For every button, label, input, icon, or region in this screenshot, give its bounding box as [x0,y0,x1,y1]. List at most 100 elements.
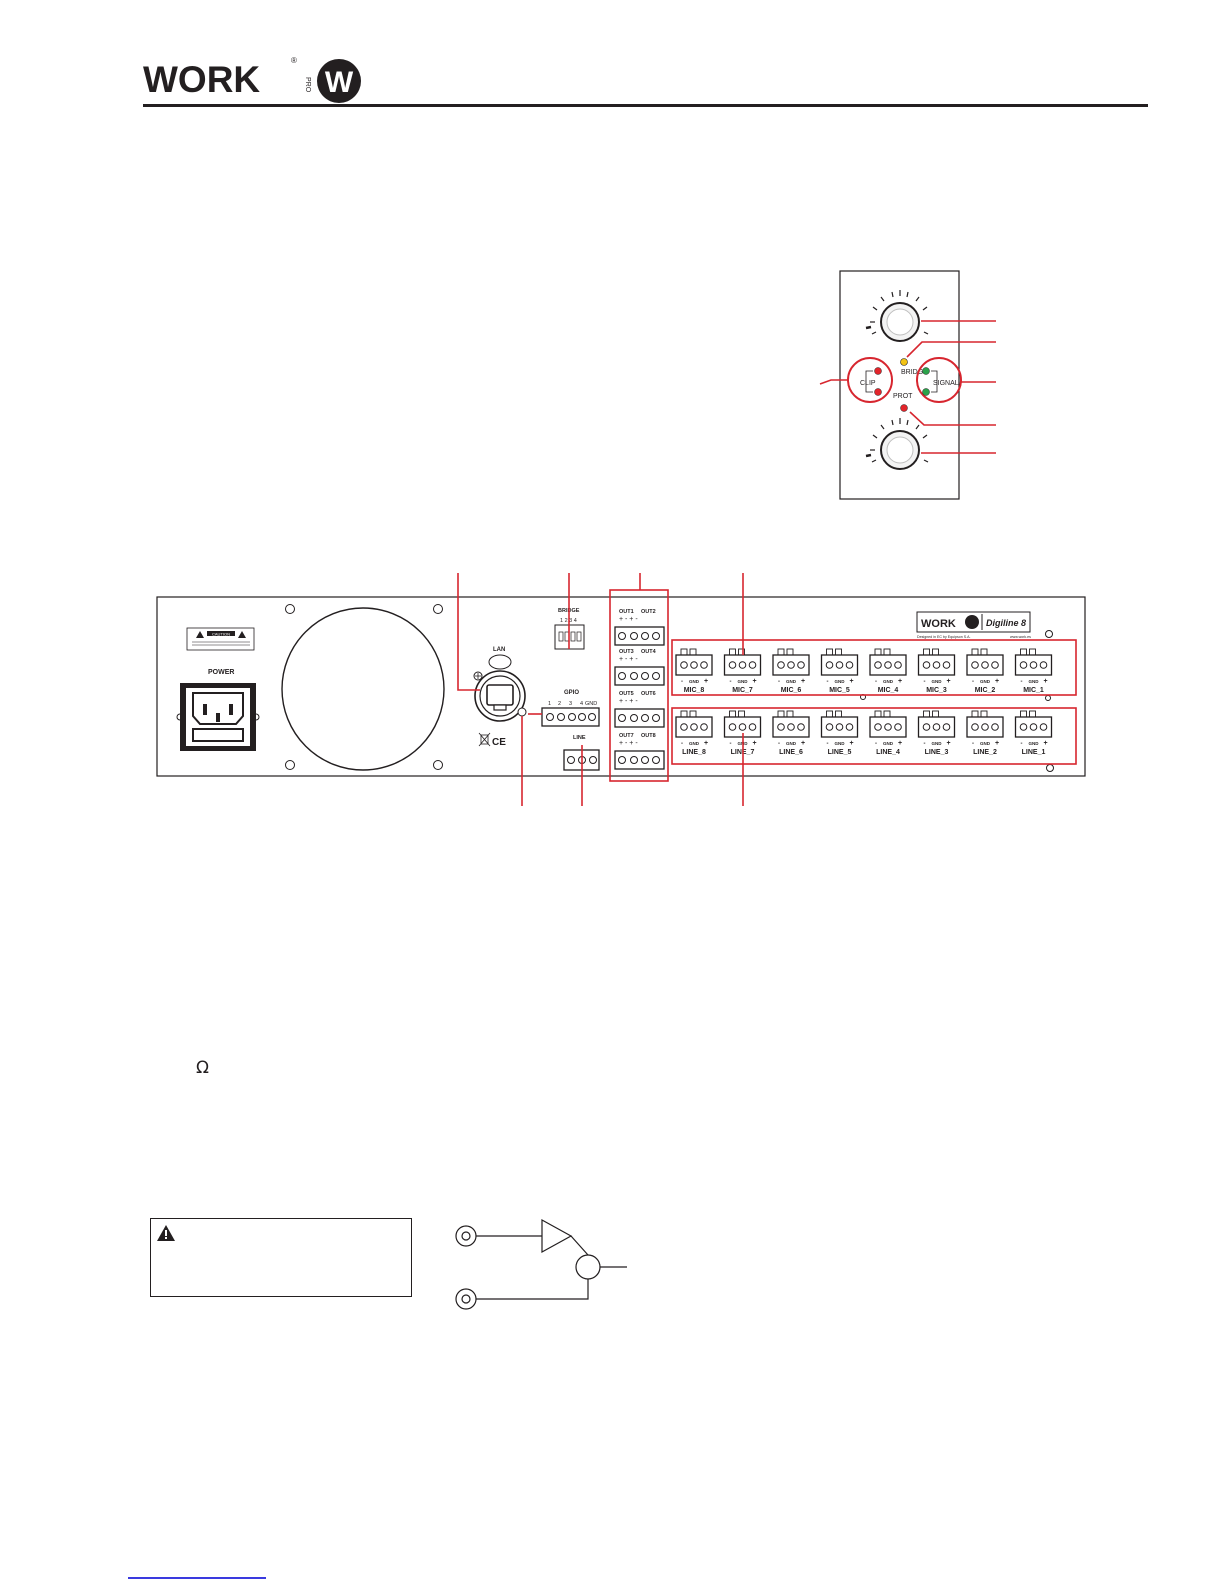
terminal-plus: + [898,740,902,747]
output-terminal-block [614,666,665,686]
terminal-plus: + [752,740,756,747]
input-terminal-screw [680,661,688,669]
terminal-gnd: GND [883,679,894,684]
logo-registered: ® [291,56,297,65]
input-terminal-screw [748,661,757,669]
terminal-latch [729,648,736,656]
terminal-plus: + [849,740,853,747]
terminal-gnd: GND [932,741,943,746]
input-channel-label: LINE_6 [779,749,803,756]
warning-icon [157,1225,175,1241]
gpio-pin-1: 1 [548,701,551,707]
terminal-minus: - [924,741,926,747]
gain-knob-top [865,290,929,342]
output-terminal-screw [618,714,626,722]
input-terminal-screw [894,661,902,669]
input-channel-label: MIC_7 [732,687,753,694]
input-terminal-screw [700,723,708,731]
input-terminal-screw [728,723,737,731]
output-terminal-screw [630,714,638,722]
ce-weee-marks: CE [478,732,506,748]
output-terminal-screw [618,756,626,764]
input-channel-label: MIC_3 [926,687,947,694]
terminal-latch [729,710,736,718]
input-channel-label: MIC_2 [975,687,996,694]
terminal-gnd: GND [1029,679,1040,684]
input-terminal-screw [1029,661,1038,669]
logo-text: WORK [143,59,260,100]
terminal-plus: + [1043,740,1047,747]
terminal-gnd: GND [980,741,991,746]
signal-label: SIGNAL [933,380,959,387]
input-terminal-screw [680,723,688,731]
terminal-minus: - [730,679,732,685]
input-terminal-screw [894,723,902,731]
terminal-latch [680,648,688,656]
input-channel-label: LINE_2 [973,749,997,756]
input-terminal-screw [690,723,698,731]
terminal-gnd: GND [932,679,943,684]
omega-symbol: Ω [196,1058,209,1078]
terminal-latch [1029,648,1036,656]
input-terminal-screw [777,723,785,731]
signal-led-2 [922,388,930,396]
input-terminal-screw [748,723,757,731]
output-label-right: OUT2 [641,609,656,615]
mic-inputs-row: -GND+MIC_8-GND+MIC_7-GND+MIC_6-GND+MIC_5… [675,648,1053,694]
header-rule [143,104,1148,107]
terminal-plus: + [849,678,853,685]
footer-link-underline[interactable] [128,1577,266,1579]
terminal-latch [932,648,939,656]
input-terminal-screw [981,723,989,731]
gpio-pin-3: 3 [569,701,572,707]
ce-mark: CE [492,737,506,748]
output-terminal-screw [641,632,649,640]
input-terminal-screw [922,661,931,669]
input-terminal-screw [971,661,979,669]
prot-led [900,404,908,412]
input-terminal-screw [738,723,747,731]
terminal-latch [826,648,833,656]
output-polarity: + - + - [619,698,638,705]
input-terminal-screw [991,723,999,731]
amplifier-triangle [541,1218,573,1254]
terminal-gnd: GND [786,741,797,746]
terminal-gnd: GND [786,679,797,684]
output-terminal-screw [630,632,638,640]
terminal-latch [1020,648,1027,656]
output-terminal-screw [630,672,638,680]
terminal-minus: - [875,741,877,747]
caution-label: CAUTION [212,632,230,637]
terminal-latch [980,710,988,718]
terminal-minus: - [681,679,683,685]
output-terminal-screw [652,632,660,640]
terminal-latch [835,710,842,718]
output-terminal-screw [641,756,649,764]
input-terminal-screw [1039,723,1048,731]
terminal-gnd: GND [883,741,894,746]
input-channel-label: LINE_1 [1022,749,1046,756]
input-terminal-screw [825,661,834,669]
input-terminal-screw [942,723,951,731]
terminal-minus: - [972,741,974,747]
input-channel-label: LINE_8 [682,749,706,756]
rear-panel-diagram: CAUTION POWER LAN CE BRIDGE 1 2 3 4 [156,573,1086,806]
terminal-minus: - [1021,741,1023,747]
model-badge: WORK Digiline 8 Designed in EC by Equips… [916,611,1031,639]
gpio-pin-gnd: GND [585,701,597,707]
output-label-left: OUT5 [619,691,634,697]
input-terminal-screw [932,661,941,669]
input-terminal-screw [971,723,979,731]
terminal-latch [1020,710,1027,718]
front-bridge-label: BRIDGE [901,369,928,376]
input-terminal-screw [874,661,882,669]
input-channel-label: MIC_1 [1023,687,1044,694]
designed-by: Designed in EC by Equipson S.A. [917,635,971,639]
front-callout-lines [819,320,996,454]
logo-mark-circle [317,59,361,103]
output-terminal-screw [652,756,660,764]
terminal-minus: - [778,679,780,685]
gain-knob-bottom [865,418,929,470]
terminal-gnd: GND [835,741,846,746]
website: www.work.es [1010,635,1031,639]
